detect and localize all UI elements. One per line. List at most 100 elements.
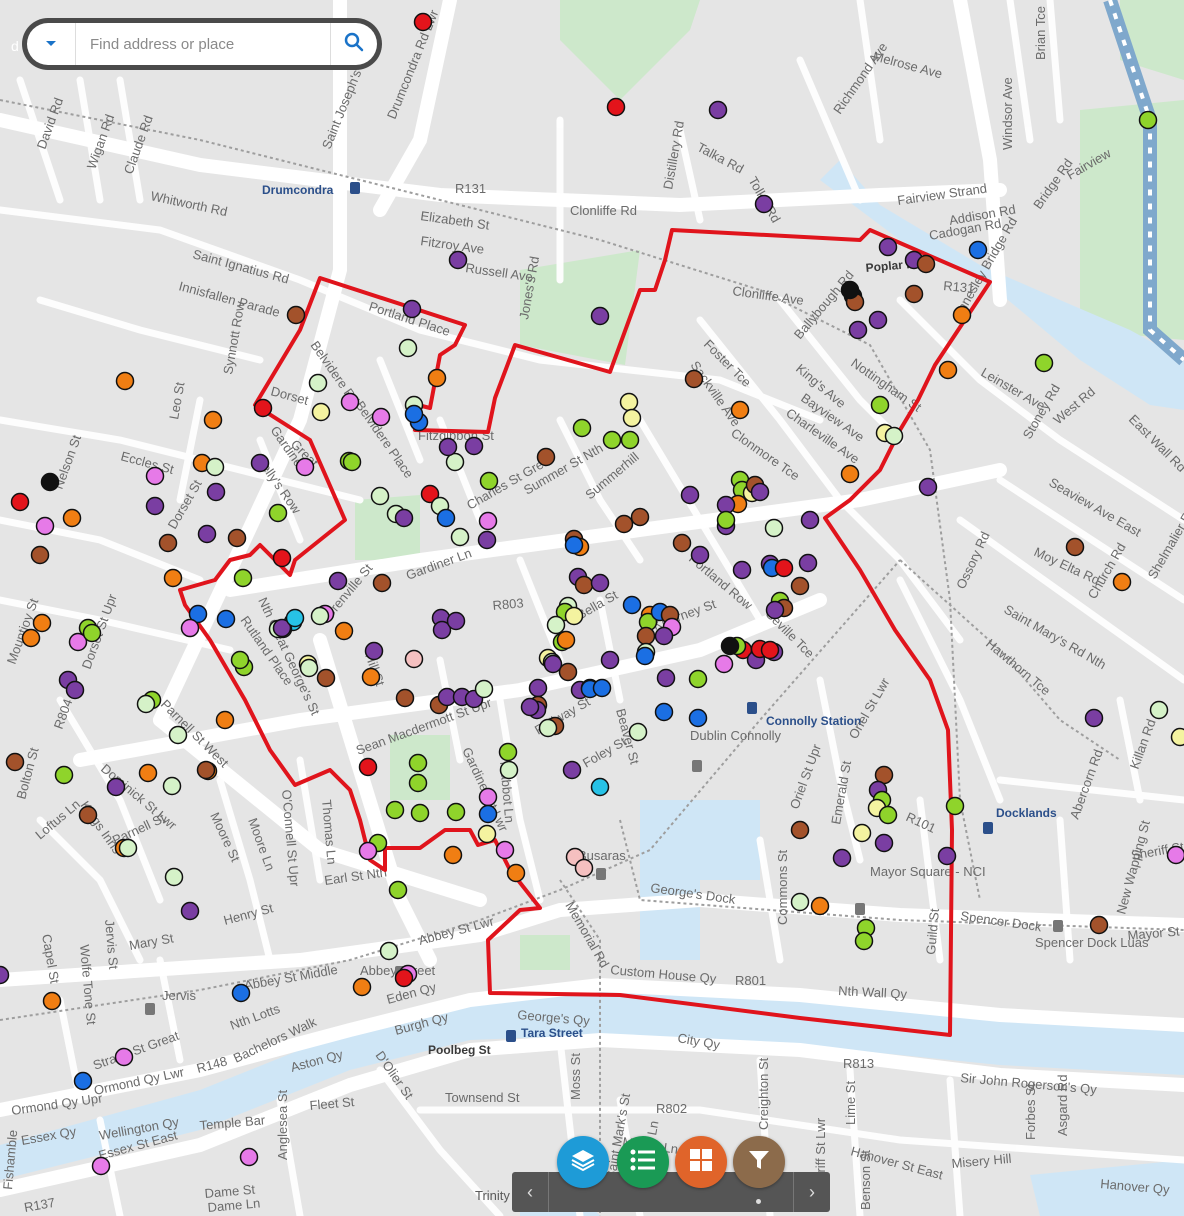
map-point-purple[interactable] — [272, 618, 292, 638]
map-point-orange[interactable] — [1112, 572, 1132, 592]
map-point-light-green[interactable] — [379, 941, 399, 961]
map-point-brown[interactable] — [558, 662, 578, 682]
map-point-purple[interactable] — [798, 553, 818, 573]
map-point-black[interactable] — [40, 472, 60, 492]
map-point-purple[interactable] — [600, 650, 620, 670]
map-point-purple[interactable] — [750, 482, 770, 502]
map-point-purple[interactable] — [832, 848, 852, 868]
map-point-brown[interactable] — [1089, 915, 1109, 935]
map-point-brown[interactable] — [30, 545, 50, 565]
map-point-purple[interactable] — [394, 508, 414, 528]
map-point-purple[interactable] — [250, 453, 270, 473]
map-point-orange[interactable] — [115, 371, 135, 391]
map-point-purple[interactable] — [528, 678, 548, 698]
map-point-purple[interactable] — [937, 846, 957, 866]
map-point-pink[interactable] — [404, 649, 424, 669]
map-point-purple[interactable] — [590, 573, 610, 593]
map-point-blue[interactable] — [73, 1071, 93, 1091]
map-point-lime[interactable] — [479, 471, 499, 491]
filter-button[interactable] — [733, 1136, 785, 1188]
map-point-light-green[interactable] — [168, 725, 188, 745]
map-point-purple[interactable] — [364, 641, 384, 661]
map-point-magenta[interactable] — [495, 840, 515, 860]
map-point-lime[interactable] — [408, 773, 428, 793]
map-point-purple[interactable] — [206, 482, 226, 502]
search-source-dropdown[interactable] — [27, 23, 76, 65]
map-point-blue[interactable] — [968, 240, 988, 260]
map-point-orange[interactable] — [938, 360, 958, 380]
map-point-brown[interactable] — [574, 575, 594, 595]
map-point-light-green[interactable] — [118, 838, 138, 858]
map-point-purple[interactable] — [562, 760, 582, 780]
map-point-orange[interactable] — [810, 896, 830, 916]
map-point-light-green[interactable] — [538, 718, 558, 738]
map-point-lime[interactable] — [230, 650, 250, 670]
map-point-brown[interactable] — [227, 528, 247, 548]
map-point-yellow[interactable] — [311, 402, 331, 422]
map-point-light-green[interactable] — [299, 658, 319, 678]
map-point-brown[interactable] — [1065, 537, 1085, 557]
map-point-blue[interactable] — [688, 708, 708, 728]
map-point-lime[interactable] — [233, 568, 253, 588]
map-point-blue[interactable] — [654, 702, 674, 722]
map-point-red[interactable] — [394, 968, 414, 988]
map-point-orange[interactable] — [361, 667, 381, 687]
map-point-orange[interactable] — [556, 630, 576, 650]
map-point-magenta[interactable] — [91, 1156, 111, 1176]
map-point-yellow[interactable] — [852, 823, 872, 843]
map-point-orange[interactable] — [443, 845, 463, 865]
toolbar-next-button[interactable]: › — [793, 1172, 830, 1212]
map-point-brown[interactable] — [672, 533, 692, 553]
map-point-purple[interactable] — [520, 697, 540, 717]
data-points[interactable] — [0, 12, 1184, 1176]
map-point-blue[interactable] — [188, 604, 208, 624]
map-point-lime[interactable] — [446, 802, 466, 822]
map-point-brown[interactable] — [372, 573, 392, 593]
map-point-light-green[interactable] — [474, 679, 494, 699]
map-point-purple[interactable] — [1084, 708, 1104, 728]
map-point-magenta[interactable] — [35, 516, 55, 536]
map-point-light-green[interactable] — [499, 760, 519, 780]
map-point-magenta[interactable] — [68, 632, 88, 652]
map-point-blue[interactable] — [592, 678, 612, 698]
map-point-lime[interactable] — [688, 669, 708, 689]
map-point-lime[interactable] — [854, 931, 874, 951]
map-point-purple[interactable] — [448, 250, 468, 270]
map-point-brown[interactable] — [395, 688, 415, 708]
map-point-lime[interactable] — [388, 880, 408, 900]
map-point-lime[interactable] — [408, 753, 428, 773]
map-point-purple[interactable] — [868, 310, 888, 330]
map-point-purple[interactable] — [438, 437, 458, 457]
map-point-black[interactable] — [720, 636, 740, 656]
map-point-lime[interactable] — [1138, 110, 1158, 130]
map-point-brown[interactable] — [684, 369, 704, 389]
map-point-light-green[interactable] — [162, 776, 182, 796]
map-point-black[interactable] — [840, 280, 860, 300]
map-point-magenta[interactable] — [180, 618, 200, 638]
map-point-purple[interactable] — [848, 320, 868, 340]
map-point-light-green[interactable] — [628, 722, 648, 742]
map-point-lime[interactable] — [410, 803, 430, 823]
toolbar-prev-button[interactable]: ‹ — [512, 1172, 549, 1212]
map-point-blue[interactable] — [635, 646, 655, 666]
map-point-brown[interactable] — [536, 447, 556, 467]
map-point-lime[interactable] — [716, 510, 736, 530]
map-point-magenta[interactable] — [478, 511, 498, 531]
map-point-orange[interactable] — [952, 305, 972, 325]
map-point-light-green[interactable] — [450, 527, 470, 547]
map-point-orange[interactable] — [215, 710, 235, 730]
map-point-magenta[interactable] — [295, 457, 315, 477]
map-point-light-green[interactable] — [1149, 700, 1169, 720]
map-point-orange[interactable] — [427, 368, 447, 388]
map-point-lime[interactable] — [498, 742, 518, 762]
map-point-cyan[interactable] — [285, 608, 305, 628]
map-point-purple[interactable] — [402, 299, 422, 319]
map-point-cyan[interactable] — [590, 777, 610, 797]
map-point-brown[interactable] — [614, 514, 634, 534]
map-point-lime[interactable] — [1034, 353, 1054, 373]
map-point-magenta[interactable] — [714, 654, 734, 674]
map-point-orange[interactable] — [334, 621, 354, 641]
map-point-orange[interactable] — [840, 464, 860, 484]
layers-button[interactable] — [557, 1136, 609, 1188]
